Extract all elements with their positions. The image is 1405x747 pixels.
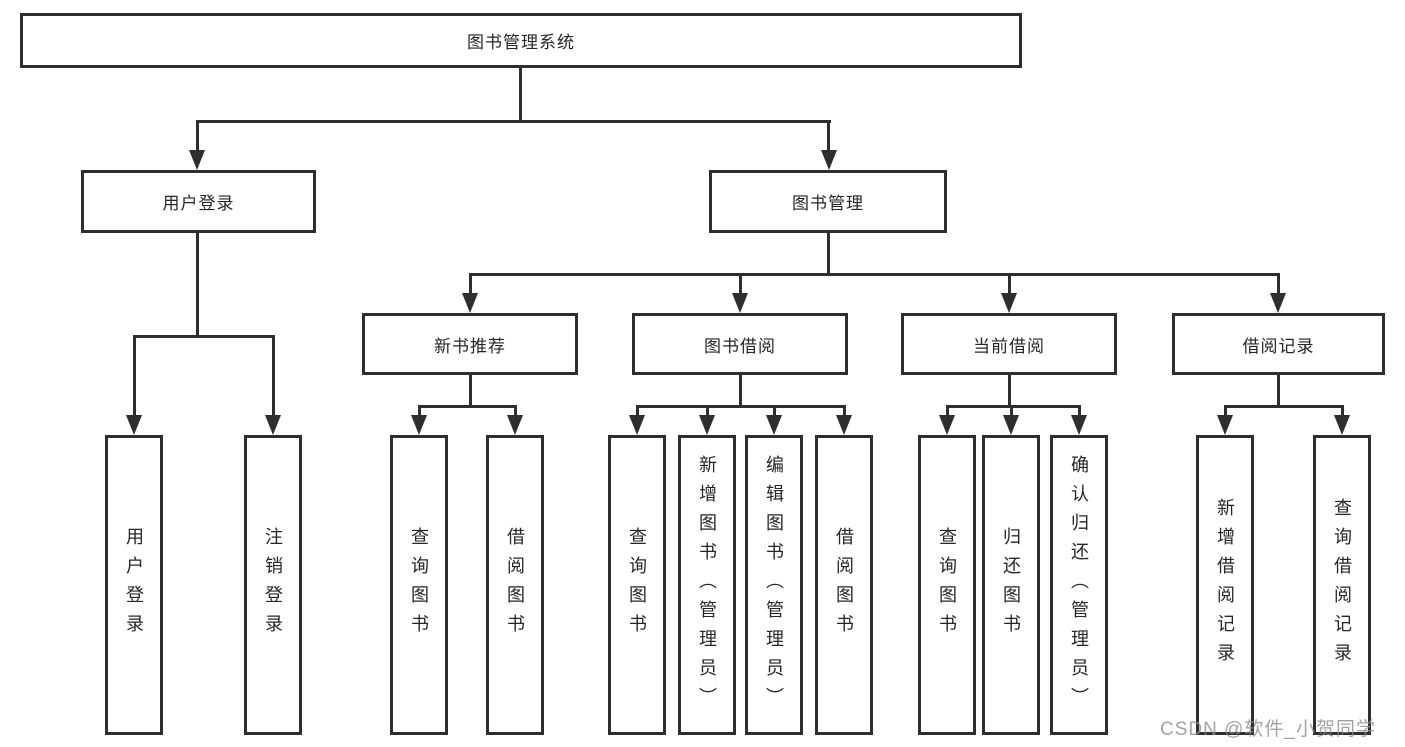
leaf-user-login: 用户登录 — [105, 435, 163, 735]
leaf-label: 新增图书（管理员） — [697, 454, 717, 716]
arrow-down-icon — [1270, 293, 1286, 313]
leaf-borrow-books-2: 借阅图书 — [815, 435, 873, 735]
connector-line — [843, 405, 846, 417]
connector-line — [827, 120, 830, 152]
leaf-label: 用户登录 — [124, 527, 144, 643]
connector-line — [636, 405, 639, 417]
leaf-return-books: 归还图书 — [982, 435, 1040, 735]
connector-line — [272, 335, 275, 417]
leaf-borrow-books-1: 借阅图书 — [486, 435, 544, 735]
connector-line — [946, 405, 949, 417]
leaf-label: 借阅图书 — [505, 527, 525, 643]
arrow-down-icon — [265, 415, 281, 435]
connector-line — [519, 67, 522, 123]
connector-line — [196, 120, 199, 152]
leaf-logout: 注销登录 — [244, 435, 302, 735]
node-book-borrow: 图书借阅 — [632, 313, 848, 375]
connector-line — [1224, 405, 1227, 417]
arrow-down-icon — [732, 293, 748, 313]
leaf-label: 注销登录 — [263, 527, 283, 643]
connector-line — [418, 405, 421, 417]
watermark: CSDN @软件_小贺同学 — [1160, 719, 1376, 740]
leaf-query-books-1: 查询图书 — [390, 435, 448, 735]
leaf-add-borrow-record: 新增借阅记录 — [1196, 435, 1254, 735]
leaf-label: 确认归还（管理员） — [1069, 454, 1089, 716]
connector-line — [514, 405, 517, 417]
arrow-down-icon — [507, 415, 523, 435]
arrow-down-icon — [1217, 415, 1233, 435]
arrow-down-icon — [1001, 293, 1017, 313]
connector-line — [706, 405, 709, 417]
leaf-label: 借阅图书 — [834, 527, 854, 643]
connector-line — [133, 335, 136, 417]
arrow-down-icon — [629, 415, 645, 435]
connector-line — [418, 405, 517, 408]
connector-line — [1008, 273, 1011, 297]
leaf-label: 查询借阅记录 — [1332, 498, 1352, 672]
connector-line — [469, 273, 472, 297]
connector-line — [773, 405, 776, 417]
arrow-down-icon — [821, 150, 837, 170]
leaf-confirm-return-admin: 确认归还（管理员） — [1050, 435, 1108, 735]
arrow-down-icon — [126, 415, 142, 435]
connector-line — [196, 120, 831, 123]
connector-line — [469, 375, 472, 407]
connector-line — [739, 273, 742, 297]
leaf-label: 归还图书 — [1001, 527, 1021, 643]
connector-line — [1341, 405, 1344, 417]
connector-line — [946, 405, 1081, 408]
arrow-down-icon — [836, 415, 852, 435]
connector-line — [739, 375, 742, 407]
node-user-login: 用户登录 — [81, 170, 316, 233]
connector-line — [1078, 405, 1081, 417]
arrow-down-icon — [1071, 415, 1087, 435]
arrow-down-icon — [189, 150, 205, 170]
leaf-edit-book-admin: 编辑图书（管理员） — [745, 435, 803, 735]
leaf-label: 查询图书 — [937, 527, 957, 643]
node-library-system: 图书管理系统 — [20, 13, 1022, 68]
leaf-label: 查询图书 — [409, 527, 429, 643]
connector-line — [1224, 405, 1344, 408]
arrow-down-icon — [1334, 415, 1350, 435]
node-new-book-recommend: 新书推荐 — [362, 313, 578, 375]
arrow-down-icon — [939, 415, 955, 435]
leaf-query-books-3: 查询图书 — [918, 435, 976, 735]
leaf-label: 编辑图书（管理员） — [764, 454, 784, 716]
arrow-down-icon — [766, 415, 782, 435]
connector-line — [196, 233, 199, 337]
connector-line — [469, 273, 1280, 276]
arrow-down-icon — [699, 415, 715, 435]
arrow-down-icon — [1003, 415, 1019, 435]
connector-line — [133, 335, 275, 338]
node-current-borrow: 当前借阅 — [901, 313, 1117, 375]
connector-line — [1008, 375, 1011, 407]
leaf-label: 新增借阅记录 — [1215, 498, 1235, 672]
node-borrow-records: 借阅记录 — [1172, 313, 1385, 375]
leaf-add-book-admin: 新增图书（管理员） — [678, 435, 736, 735]
node-book-management: 图书管理 — [709, 170, 947, 233]
connector-line — [1277, 273, 1280, 297]
arrow-down-icon — [462, 293, 478, 313]
leaf-query-borrow-record: 查询借阅记录 — [1313, 435, 1371, 735]
leaf-query-books-2: 查询图书 — [608, 435, 666, 735]
connector-line — [1277, 375, 1280, 407]
arrow-down-icon — [411, 415, 427, 435]
leaf-label: 查询图书 — [627, 527, 647, 643]
connector-line — [1010, 405, 1013, 417]
connector-line — [636, 405, 846, 408]
connector-line — [827, 233, 830, 275]
